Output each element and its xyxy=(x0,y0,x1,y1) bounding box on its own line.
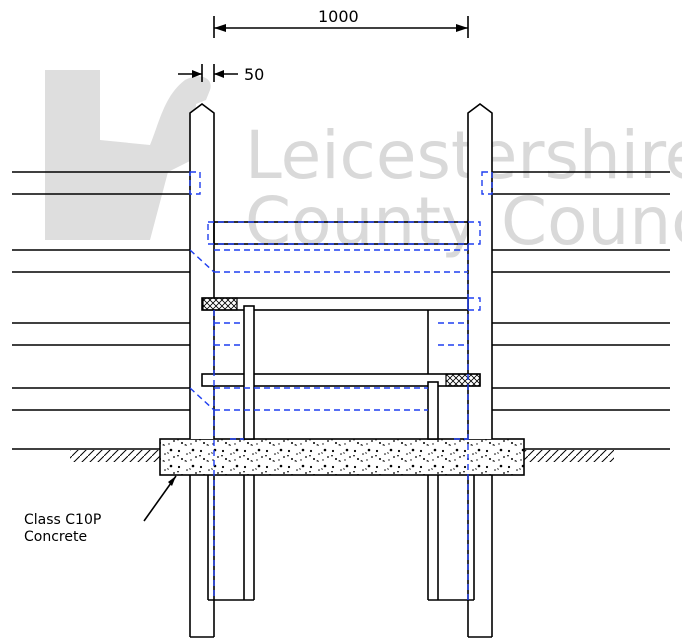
council-logo-watermark: Leicestershire County Council xyxy=(45,70,682,260)
concrete-leader: Class C10P Concrete xyxy=(24,475,177,545)
concrete-base xyxy=(159,438,525,476)
upper-step-end-hatch xyxy=(202,297,238,311)
fence-rails xyxy=(12,171,670,411)
post-width-label: 50 xyxy=(244,65,264,84)
lower-step-end-hatch xyxy=(445,373,481,387)
right-post xyxy=(467,103,493,638)
left-post xyxy=(189,103,215,638)
overall-width-label: 1000 xyxy=(318,7,359,26)
inner-step-posts xyxy=(207,305,475,601)
ground-line xyxy=(12,448,670,462)
overall-width-dimension: 1000 xyxy=(213,7,469,38)
hidden-lines xyxy=(189,171,493,600)
horse-emblem-icon xyxy=(45,70,211,240)
concrete-note-line-2: Concrete xyxy=(24,529,87,545)
upper-step-tread xyxy=(201,297,469,311)
watermark-line-1: Leicestershire xyxy=(245,117,682,194)
concrete-note-line-1: Class C10P xyxy=(24,512,101,528)
post-width-dimension: 50 xyxy=(178,64,264,84)
